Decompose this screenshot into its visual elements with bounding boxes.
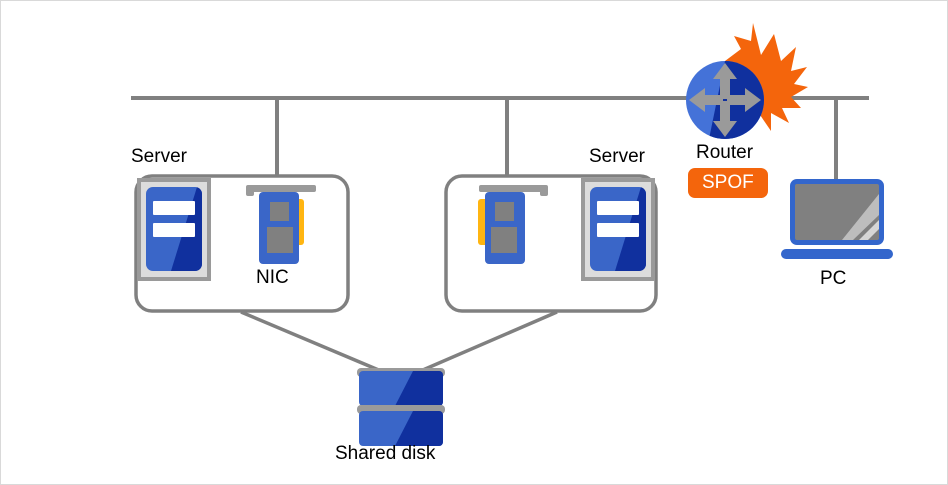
label-pc: PC [820,268,847,289]
status-badge-spof: SPOF [688,168,768,198]
fault-burst-icon [725,23,808,131]
router-arrows-icon [689,63,761,137]
server-tower-icon-left [137,178,211,281]
pc-icon[interactable] [781,179,893,259]
nic-card-icon-right [478,185,548,264]
nic-card-icon-left [246,185,316,264]
server-left-group[interactable] [134,174,350,313]
router-icon [686,61,764,139]
server-right-group[interactable] [444,174,658,313]
label-server-left: Server [131,146,187,167]
label-router: Router [696,142,754,163]
link-server-right-to-disk [401,310,558,381]
link-server-left-to-disk [240,310,401,381]
shared-disk-icon[interactable] [357,368,445,446]
label-nic-left: NIC [256,267,289,288]
router-group[interactable] [686,23,808,139]
label-server-right: Server [589,146,645,167]
label-shared-disk: Shared disk [335,443,436,464]
server-tower-icon-right [581,178,655,281]
